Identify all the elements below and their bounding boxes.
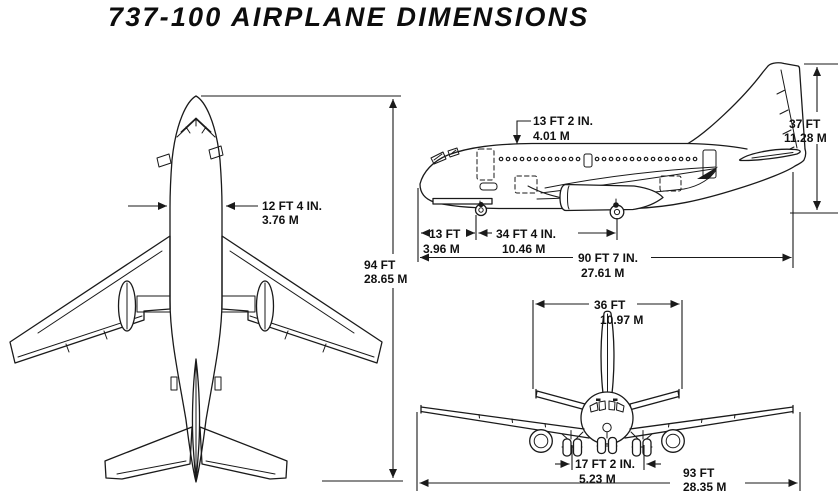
left-wing-front	[420, 404, 590, 439]
forward-entry-door	[476, 148, 495, 181]
left-engine-inlet	[533, 433, 549, 449]
right-wing-ticks	[668, 414, 736, 428]
engine-inlet-line	[567, 185, 570, 210]
cockpit-windows-side	[430, 147, 460, 165]
fuselage-length-label: 90 FT 7 IN. 27.61 M	[578, 251, 641, 280]
stab-span-label: 36 FT 10.97 M	[594, 298, 643, 327]
left-eyebrow-window	[596, 398, 601, 401]
left-stabilizer-plan	[104, 426, 193, 480]
main-gear-hub	[613, 208, 621, 216]
stab-span-ext-lines	[532, 300, 683, 389]
wingspan-ext-lines	[416, 412, 801, 491]
right-aft-door-plan	[214, 376, 222, 391]
page-title: 737-100 AIRPLANE DIMENSIONS	[108, 2, 590, 32]
engine-pod-side	[559, 183, 664, 212]
left-engine-front	[529, 429, 553, 453]
cockpit-windows-front	[589, 400, 625, 413]
wing-side-lines	[527, 166, 717, 203]
left-main-gear-struts	[561, 430, 584, 448]
rudder-hinge-line	[776, 69, 798, 152]
left-wing-plan	[9, 235, 171, 364]
nose-gear-label: 13 FT 3.96 M	[423, 227, 464, 256]
overwing-exit	[583, 153, 593, 168]
forward-doors-plan	[156, 145, 224, 168]
right-engine-front	[661, 429, 685, 453]
side-ext-lines	[417, 172, 794, 268]
right-stabilizer-plan	[199, 426, 288, 480]
left-main-gear-wheel-inner	[572, 438, 583, 457]
left-stabilizer-front	[535, 388, 586, 411]
nose-gear-wheel-left	[596, 436, 607, 455]
wingspan-label: 93 FT 28.35 M	[683, 466, 726, 494]
forward-cargo-door	[514, 175, 538, 194]
right-stabilizer-front	[629, 388, 680, 411]
tail-height-label: 37 FT 11.28 M	[784, 117, 827, 145]
fuselage-width-label: 12 FT 4 IN. 3.76 M	[262, 199, 325, 227]
right-wing-plan	[221, 235, 383, 364]
left-elevator-line	[116, 460, 187, 475]
front-view: 36 FT 10.97 M 17 FT 2 IN. 5.23 M 93 FT 2…	[416, 298, 801, 494]
right-wing-details	[221, 250, 375, 358]
gear-track-label: 17 FT 2 IN. 5.23 M	[575, 457, 638, 486]
elevator-line-side	[751, 152, 794, 159]
nose-gear-wheel-right	[607, 436, 618, 455]
nose-gear-hub	[478, 207, 484, 213]
nose-gear-doors	[432, 197, 493, 205]
right-wing-front	[624, 404, 794, 439]
wingtip-side	[697, 166, 718, 179]
nose-gear-cap	[478, 201, 484, 208]
left-wing-ticks	[478, 414, 546, 428]
wheelbase-label: 34 FT 4 IN. 10.46 M	[496, 227, 559, 256]
vertical-fin-front	[600, 310, 615, 395]
stabilizer-side	[738, 148, 801, 162]
aft-cargo-door	[659, 175, 682, 192]
left-main-gear-wheel-outer	[562, 438, 572, 457]
forward-service-panel	[479, 182, 498, 191]
overall-length-label: 94 FT 28.65 M	[364, 258, 407, 286]
right-main-gear-wheel-inner	[631, 438, 642, 457]
right-main-gear-struts	[630, 430, 653, 448]
overall-length-ext-lines	[201, 95, 403, 482]
top-view: 12 FT 4 IN. 3.76 M 94 FT 28.65 M	[9, 95, 407, 483]
right-engine-inlet	[665, 433, 681, 449]
vertical-fin-side	[687, 62, 806, 150]
gear-track-ext-lines	[571, 445, 645, 470]
left-aft-door-plan	[170, 376, 178, 391]
main-gear-cap	[613, 202, 619, 208]
body-height-label: 13 FT 2 IN. 4.01 M	[533, 114, 596, 143]
tail-height-ticks	[790, 63, 838, 214]
body-height-leader	[513, 120, 531, 144]
right-main-gear-wheel-outer	[642, 438, 652, 457]
fuselage-front-circle	[580, 391, 634, 445]
side-view: 13 FT 2 IN. 4.01 M 37 FT 11.28 M 13 FT 3…	[417, 62, 838, 280]
fuselage-plan-outline	[169, 95, 223, 483]
left-wing-details	[17, 250, 171, 358]
right-elevator-line	[205, 460, 276, 475]
windshield-plan	[176, 117, 216, 138]
right-eyebrow-window	[613, 398, 618, 401]
